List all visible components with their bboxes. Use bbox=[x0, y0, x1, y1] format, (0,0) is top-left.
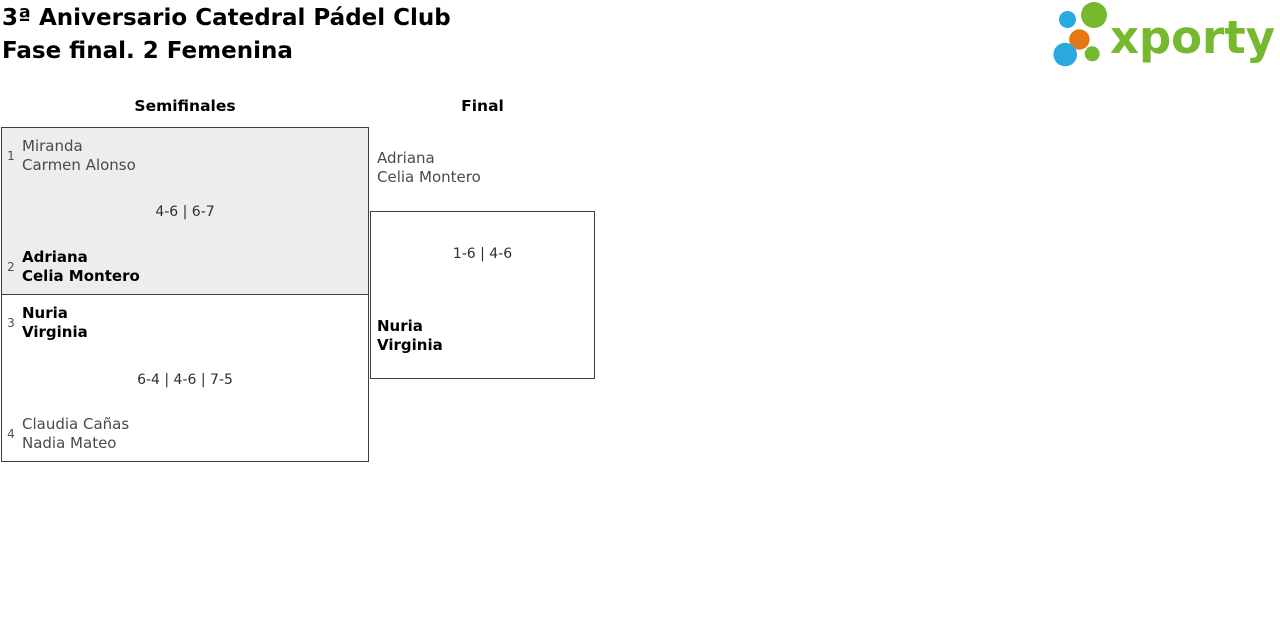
player-name: Virginia bbox=[377, 336, 443, 354]
sf1-team1-names: Miranda Carmen Alonso bbox=[22, 137, 136, 175]
sf2-team1: 3 Nuria Virginia bbox=[5, 304, 88, 342]
round-header-semifinales: Semifinales bbox=[134, 97, 236, 115]
sf2-score: 6-4 | 4-6 | 7-5 bbox=[137, 372, 233, 388]
logo-dot-green-large bbox=[1081, 2, 1107, 28]
final-team1: Adriana Celia Montero bbox=[377, 149, 481, 187]
sf1-score: 4-6 | 6-7 bbox=[155, 204, 215, 220]
final-team2-names: Nuria Virginia bbox=[377, 317, 443, 355]
sf2-team2-names: Claudia Cañas Nadia Mateo bbox=[22, 415, 129, 453]
sf2-team2-seed: 4 bbox=[7, 426, 15, 441]
logo-dot-blue-large bbox=[1053, 42, 1077, 67]
player-name: Claudia Cañas bbox=[22, 415, 130, 433]
player-name: Nadia Mateo bbox=[22, 434, 117, 452]
player-name: Nuria bbox=[377, 317, 423, 335]
player-name: Celia Montero bbox=[377, 168, 481, 186]
match-box-final[interactable] bbox=[370, 211, 595, 379]
sf1-team2-names: Adriana Celia Montero bbox=[22, 248, 140, 286]
sf2-team1-names: Nuria Virginia bbox=[22, 304, 88, 342]
player-name: Carmen Alonso bbox=[22, 156, 136, 174]
bracket-subtitle: Fase final. 2 Femenina bbox=[2, 38, 293, 64]
player-name: Virginia bbox=[22, 323, 88, 341]
final-score: 1-6 | 4-6 bbox=[452, 246, 513, 262]
sf1-team2-seed: 2 bbox=[7, 259, 15, 274]
tournament-title: 3ª Aniversario Catedral Pádel Club bbox=[2, 5, 451, 31]
round-header-final: Final bbox=[461, 97, 504, 115]
xporty-logo[interactable]: xporty bbox=[1046, 2, 1280, 68]
sf2-team2: 4 Claudia Cañas Nadia Mateo bbox=[5, 415, 129, 453]
player-name: Celia Montero bbox=[22, 267, 140, 285]
final-team1-names: Adriana Celia Montero bbox=[377, 149, 481, 187]
player-name: Adriana bbox=[22, 248, 88, 266]
sf2-team1-seed: 3 bbox=[7, 315, 15, 330]
player-name: Nuria bbox=[22, 304, 68, 322]
logo-dot-green-small bbox=[1084, 46, 1100, 62]
logo-dot-orange bbox=[1069, 29, 1090, 50]
logo-dots-icon bbox=[1053, 2, 1107, 67]
final-team2: Nuria Virginia bbox=[377, 317, 443, 355]
match-box-semifinal-2[interactable] bbox=[1, 294, 369, 462]
logo-wordmark: xporty bbox=[1110, 11, 1275, 64]
player-name: Adriana bbox=[377, 149, 435, 167]
sf1-team1: 1 Miranda Carmen Alonso bbox=[5, 137, 136, 175]
logo-dot-blue-small bbox=[1059, 11, 1076, 28]
match-box-semifinal-1[interactable] bbox=[1, 127, 369, 295]
sf1-team1-seed: 1 bbox=[7, 148, 15, 163]
player-name: Miranda bbox=[22, 137, 83, 155]
sf1-team2: 2 Adriana Celia Montero bbox=[5, 248, 140, 286]
